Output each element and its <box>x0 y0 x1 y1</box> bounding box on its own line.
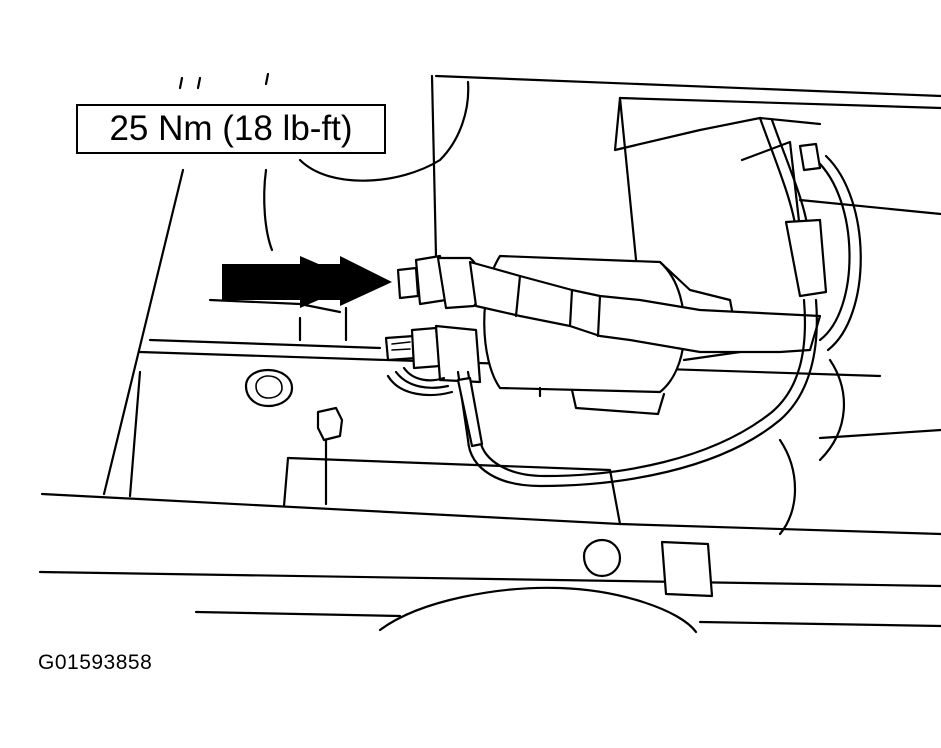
solenoid-terminal <box>396 254 483 310</box>
loop-cable <box>456 116 862 488</box>
flywheel-housing <box>378 538 714 634</box>
terminal-stud <box>384 324 482 397</box>
figure-id: G01593858 <box>38 651 153 674</box>
lower-bracket <box>244 368 622 526</box>
engine-housing <box>263 74 941 536</box>
frame-structure <box>38 72 941 628</box>
torque-spec-label: 25 Nm (18 lb-ft) <box>76 104 386 154</box>
battery-cable <box>468 260 822 354</box>
indicator-arrows <box>222 256 392 308</box>
arrow-right-icon <box>300 256 392 306</box>
